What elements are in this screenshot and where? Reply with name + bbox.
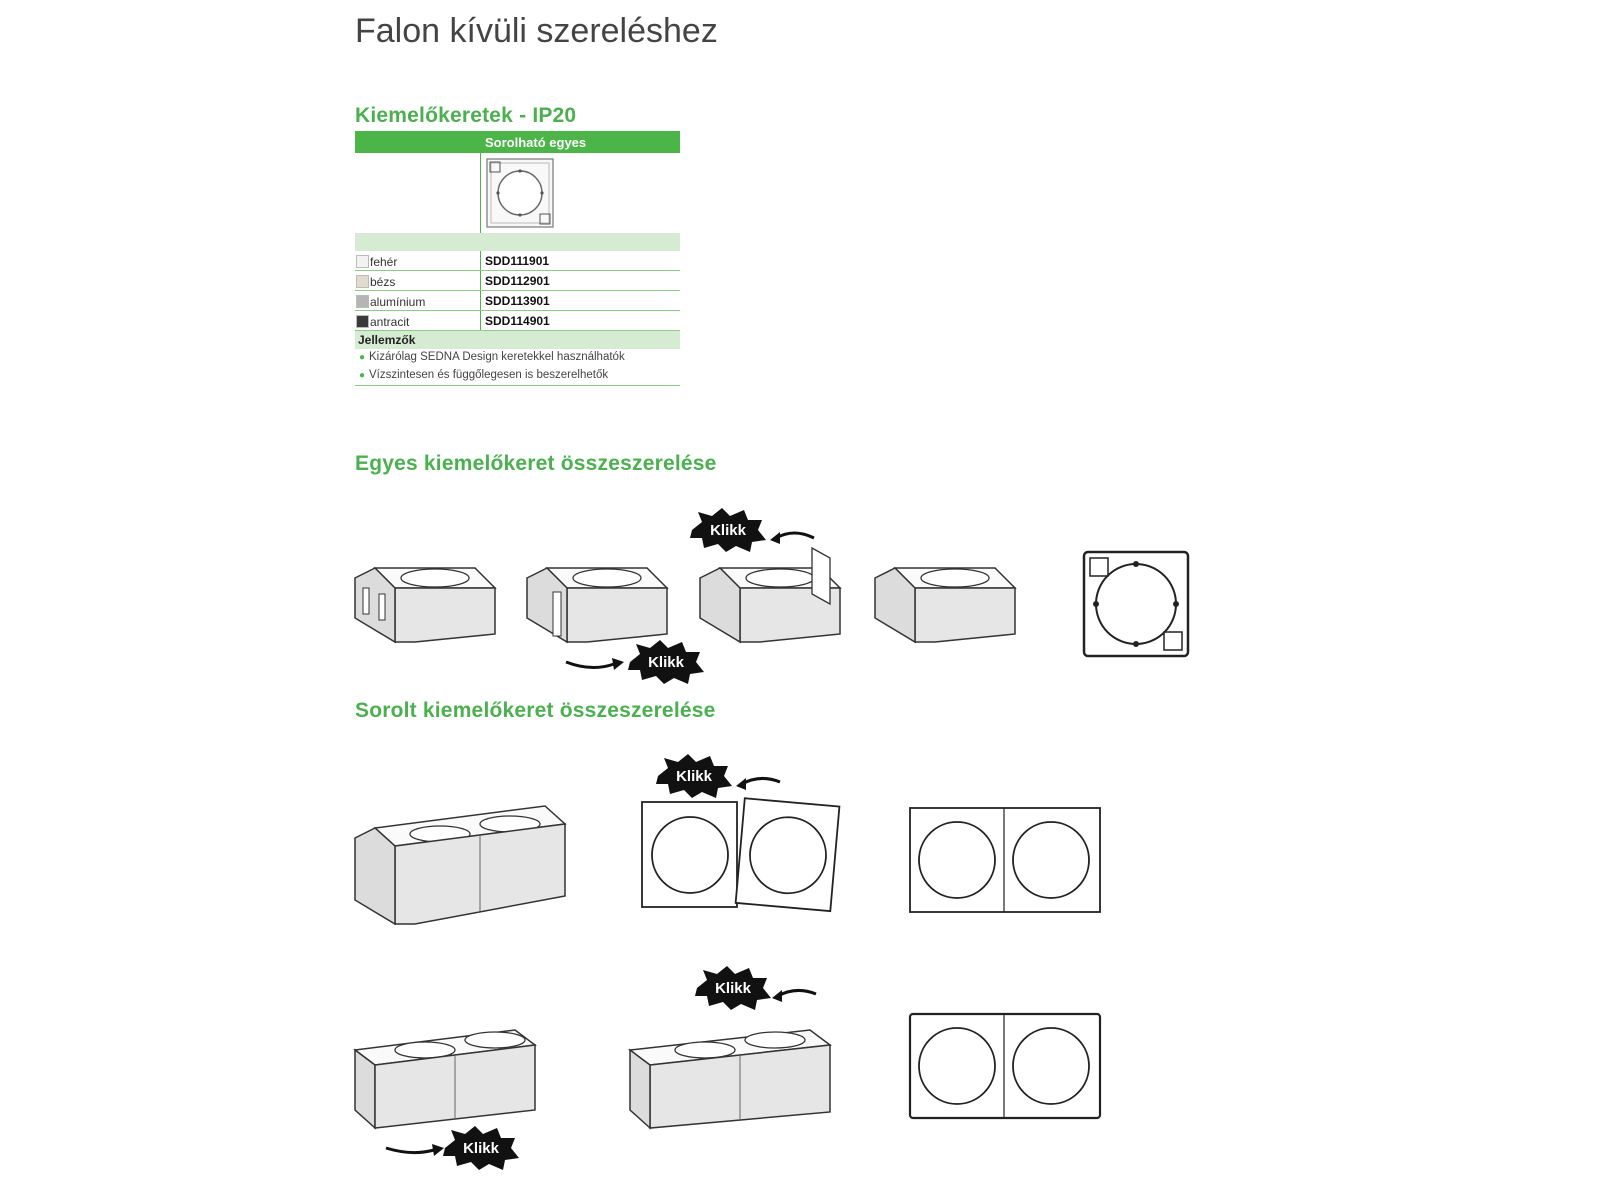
color-name: antracit [370, 315, 410, 329]
klikk-burst: Klikk [628, 640, 704, 684]
double-box-step-1 [354, 805, 567, 926]
color-swatch [356, 255, 369, 268]
table-row: alumínium SDD113901 [355, 291, 680, 311]
product-code: SDD114901 [485, 314, 550, 328]
double-frame-final [908, 1012, 1102, 1120]
single-box-step-2 [526, 567, 669, 644]
product-code: SDD111901 [485, 254, 550, 268]
bullet-icon: ● [359, 352, 366, 363]
arrow-icon [565, 658, 624, 670]
color-swatch [356, 315, 369, 328]
klikk-label: Klikk [710, 522, 747, 539]
section-title-single-assembly: Egyes kiemelőkeret összeszerelése [355, 452, 717, 475]
product-table: Sorolható egyes fehér SDD111901 bézs SDD… [355, 131, 680, 386]
klikk-label: Klikk [715, 980, 752, 997]
single-box-step-3 [699, 546, 842, 644]
single-box-step-4 [874, 567, 1017, 644]
product-frame-image [486, 158, 554, 228]
arrow-icon [385, 1144, 444, 1156]
arrow-icon [770, 531, 815, 544]
table-header: Sorolható egyes [355, 131, 680, 153]
single-frame-top-view [1082, 550, 1190, 658]
feature-item: ● Vízszintesen és függőlegesen is beszer… [355, 367, 680, 386]
klikk-burst: Klikk [656, 754, 732, 798]
product-image-row [355, 153, 680, 234]
feature-item: ● Kizárólag SEDNA Design keretekkel hasz… [355, 349, 680, 367]
color-swatch [356, 295, 369, 308]
single-box-step-1 [354, 567, 497, 644]
color-swatch [356, 275, 369, 288]
arrow-icon [736, 777, 781, 790]
klikk-label: Klikk [676, 768, 713, 785]
klikk-label: Klikk [648, 654, 685, 671]
features-header: Jellemzők [355, 331, 680, 349]
product-code: SDD112901 [485, 274, 550, 288]
bullet-icon: ● [359, 370, 366, 381]
color-name: bézs [370, 275, 396, 289]
product-code: SDD113901 [485, 294, 550, 308]
klikk-burst: Klikk [443, 1126, 519, 1170]
klikk-burst: Klikk [695, 966, 771, 1010]
color-name: alumínium [370, 295, 426, 309]
page-title: Falon kívüli szereléshez [355, 12, 718, 50]
table-row: antracit SDD114901 [355, 311, 680, 331]
double-frame-step-3 [909, 807, 1101, 913]
features-title: Jellemzők [358, 333, 416, 347]
double-box-step-5 [628, 1029, 832, 1130]
color-name: fehér [370, 255, 398, 269]
section-title-frames: Kiemelőkeretek - IP20 [355, 104, 577, 127]
section-title-row-assembly: Sorolt kiemelőkeret összeszerelése [355, 699, 716, 722]
klikk-label: Klikk [463, 1140, 500, 1157]
arrow-icon [772, 989, 817, 1002]
feature-text: Vízszintesen és függőlegesen is beszerel… [369, 369, 609, 381]
table-row: bézs SDD112901 [355, 271, 680, 291]
feature-text: Kizárólag SEDNA Design keretekkel haszná… [369, 351, 625, 363]
table-band [355, 234, 680, 251]
klikk-burst: Klikk [690, 508, 766, 552]
double-frame-step-2 [641, 797, 841, 913]
table-row: fehér SDD111901 [355, 251, 680, 271]
table-header-label: Sorolható egyes [485, 135, 587, 150]
double-box-step-4 [353, 1029, 537, 1130]
